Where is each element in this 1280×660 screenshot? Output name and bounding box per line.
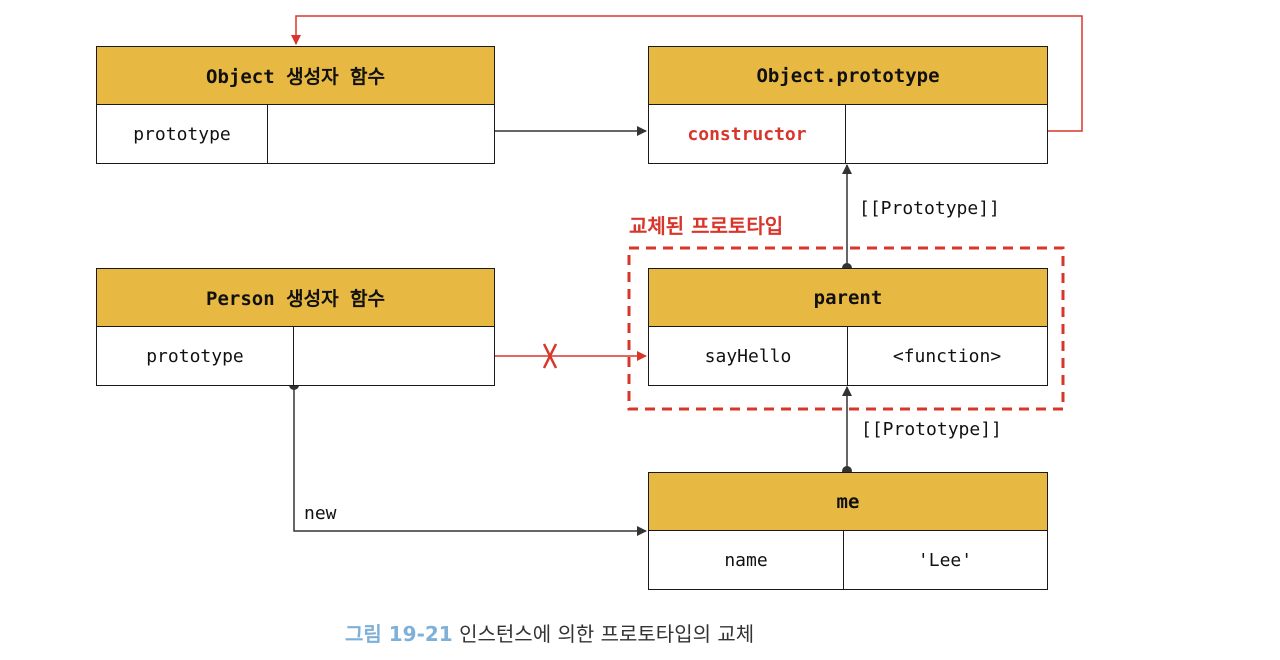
new-link [293,385,647,536]
parent-key: sayHello [704,345,792,367]
replaced-prototype-frame [627,246,1065,411]
proto-link-label-bottom: [[Prototype]] [861,419,1002,440]
me-box: me name 'Lee' [648,472,1048,590]
person-constructor-key: prototype [146,345,244,367]
replaced-prototype-label: 교체된 프로토타입 [629,214,784,238]
parent-value: <function> [892,345,1002,367]
parent-box: parent sayHello <function> [648,268,1048,386]
divider [293,327,294,385]
me-key: name [724,549,768,571]
cross-mark [542,343,558,369]
divider [843,531,844,589]
object-prototype-key: constructor [687,123,807,145]
object-constructor-box: Object 생성자 함수 prototype [96,46,495,164]
person-constructor-box: Person 생성자 함수 prototype [96,268,495,386]
me-title: me [649,473,1047,531]
object-constructor-title: Object 생성자 함수 [97,47,494,105]
proto-link-label-top: [[Prototype]] [859,198,1000,219]
divider [845,105,846,163]
figure-caption: 그림 19-21 인스턴스에 의한 프로토타입의 교체 [345,618,754,647]
object-prototype-box: Object.prototype constructor [648,46,1048,164]
figure-number: 그림 19-21 [345,622,453,646]
divider [847,327,848,385]
me-value: 'Lee' [917,549,973,571]
object-constructor-key: prototype [133,123,231,145]
parent-title: parent [649,269,1047,327]
person-constructor-title: Person 생성자 함수 [97,269,494,327]
divider [267,105,268,163]
new-label: new [304,503,337,524]
object-prototype-title: Object.prototype [649,47,1047,105]
figure-caption-text: 인스턴스에 의한 프로토타입의 교체 [459,622,755,646]
